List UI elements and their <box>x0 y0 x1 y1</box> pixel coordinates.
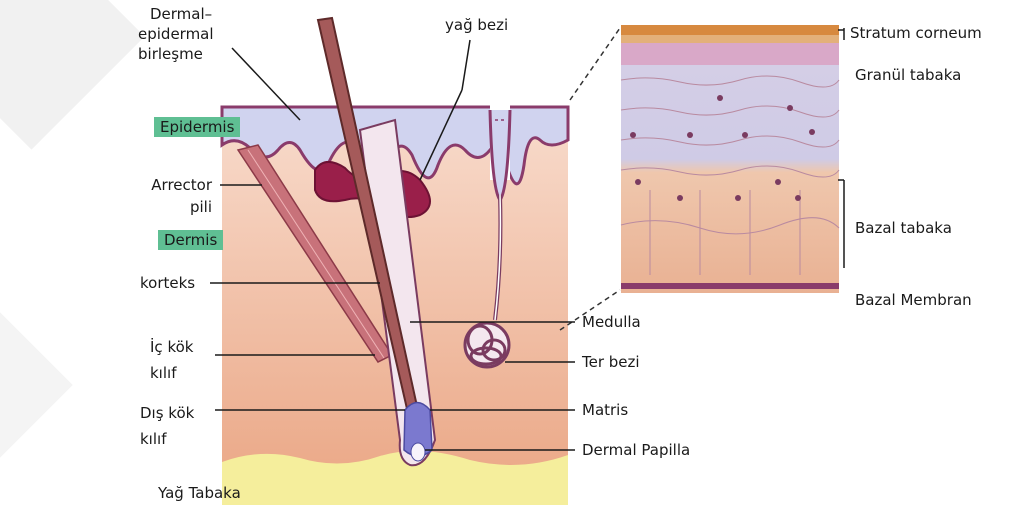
label-ter-bezi: Ter bezi <box>582 353 640 371</box>
label-dis-kok-line2: kılıf <box>140 426 194 452</box>
dermal-papilla <box>411 443 425 461</box>
label-dermis: Dermis <box>158 230 223 250</box>
label-dermal-line2: epidermal <box>138 24 214 44</box>
label-dis-kok-line1: Dış kök <box>140 400 194 426</box>
label-epidermis: Epidermis <box>154 117 240 137</box>
label-ic-kok-line2: kılıf <box>150 360 193 386</box>
label-dermal-epidermal: Dermal– epidermal birleşme <box>150 4 214 64</box>
label-bazal-tabaka: Bazal tabaka <box>855 219 952 237</box>
label-arrector-pili: Arrector pili <box>112 174 212 218</box>
label-dermal-line1: Dermal– <box>150 4 214 24</box>
label-yag-bezi: yağ bezi <box>445 16 508 34</box>
label-stratum-corneum: Stratum corneum <box>850 24 982 42</box>
basal-membrane <box>621 283 839 289</box>
label-medulla: Medulla <box>582 313 641 331</box>
label-korteks: korteks <box>140 274 195 292</box>
label-arrector-line2: pili <box>112 196 212 218</box>
label-dermal-line3: birleşme <box>138 44 214 64</box>
inset-panel <box>621 25 839 293</box>
label-ic-kok: İç kök kılıf <box>150 334 193 386</box>
label-dermal-papilla: Dermal Papilla <box>582 441 690 459</box>
label-matris: Matris <box>582 401 628 419</box>
label-granul-tabaka: Granül tabaka <box>855 66 961 84</box>
sweat-gland-coil <box>465 323 509 367</box>
label-yag-tabaka: Yağ Tabaka <box>158 484 241 502</box>
label-arrector-line1: Arrector <box>112 174 212 196</box>
label-bazal-membran: Bazal Membran <box>855 291 972 309</box>
label-dis-kok: Dış kök kılıf <box>140 400 194 452</box>
label-ic-kok-line1: İç kök <box>150 334 193 360</box>
